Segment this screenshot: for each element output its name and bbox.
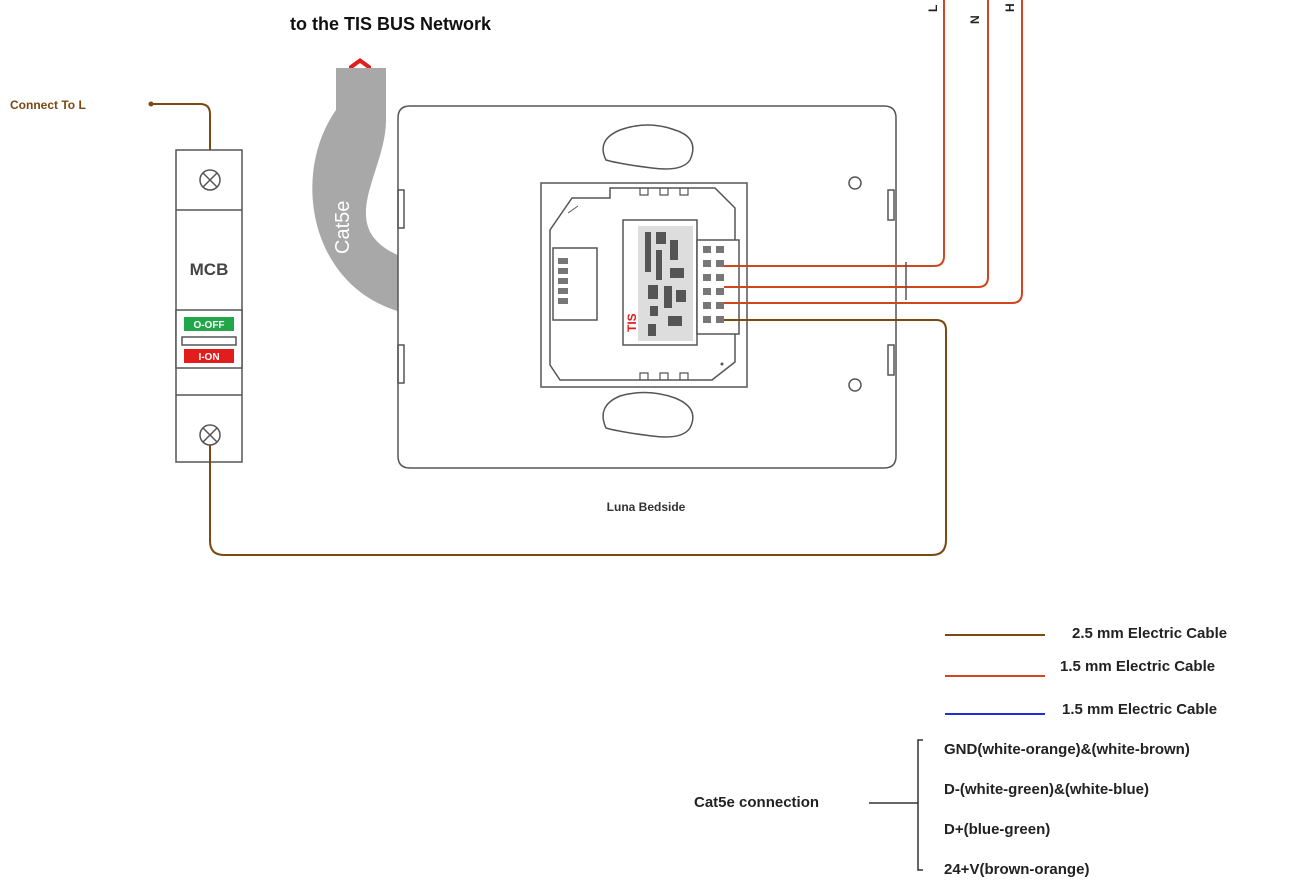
connect-to-l-label: Connect To L xyxy=(10,98,86,112)
output-wires xyxy=(209,0,1023,556)
pcb-board xyxy=(622,219,698,346)
cat5e-item-4: 24+V(brown-orange) xyxy=(944,861,1089,878)
live-input-wire xyxy=(151,103,211,178)
terminal-label-h: H xyxy=(1003,3,1017,12)
cat5e-item-3: D+(blue-green) xyxy=(944,821,1050,838)
cat5e-cable xyxy=(312,68,432,315)
cat5e-connector xyxy=(552,247,598,321)
mcb-label: MCB xyxy=(190,260,229,279)
terminal-label-n: N xyxy=(968,15,982,24)
mcb-top-terminal-icon xyxy=(199,169,221,191)
mcb-off-label: O-OFF xyxy=(193,320,224,331)
mcb-on-box xyxy=(184,349,234,363)
legend: 2.5 mm Electric Cable 1.5 mm Electric Ca… xyxy=(945,625,1227,718)
plate-mount-slots xyxy=(602,124,694,438)
legend-label-1: 2.5 mm Electric Cable xyxy=(1072,625,1227,642)
device-caption: Luna Bedside xyxy=(607,500,686,514)
cat5e-cable-label: Cat5e xyxy=(332,201,354,254)
module-mark xyxy=(567,205,579,214)
bus-network-title: to the TIS BUS Network xyxy=(290,14,492,34)
legend-label-2: 1.5 mm Electric Cable xyxy=(1060,658,1215,675)
terminal-labels: L N H xyxy=(926,3,1017,24)
mcb-on-label: I-ON xyxy=(198,352,219,363)
cat5e-bracket xyxy=(869,739,923,871)
module-notches xyxy=(639,188,689,380)
module-dot xyxy=(720,362,724,366)
cat5e-item-1: GND(white-orange)&(white-brown) xyxy=(944,741,1190,758)
plate-side-slots xyxy=(397,189,895,384)
cat5e-legend: Cat5e connection GND(white-orange)&(whit… xyxy=(694,739,1190,878)
legend-label-3: 1.5 mm Electric Cable xyxy=(1062,701,1217,718)
cat5e-connection-title: Cat5e connection xyxy=(694,794,819,811)
cat5e-item-2: D-(white-green)&(white-blue) xyxy=(944,781,1149,798)
plate-screw-holes xyxy=(848,176,862,392)
tis-brand-label: TIS xyxy=(625,313,639,332)
mcb-breaker xyxy=(175,149,243,463)
terminal-label-l: L xyxy=(926,5,940,12)
mcb-off-box xyxy=(184,317,234,331)
